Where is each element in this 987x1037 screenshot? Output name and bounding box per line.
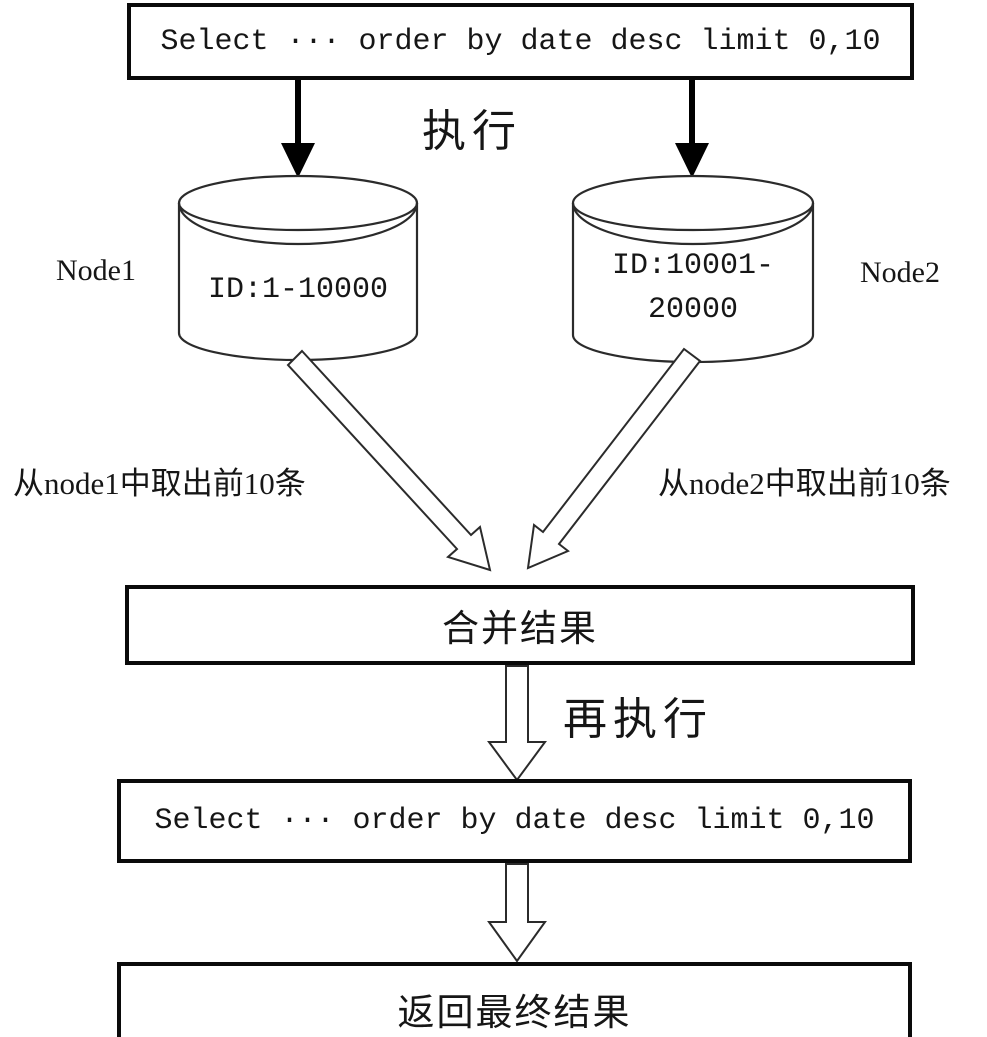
database-cylinder-node1 bbox=[177, 174, 419, 362]
requery-text: Select ··· order by date desc limit 0,10 bbox=[154, 804, 875, 838]
execute-arrow-node1-icon bbox=[281, 80, 315, 178]
initial-query-text: Select ··· order by date desc limit 0,10 bbox=[160, 24, 881, 59]
requery-box: Select ··· order by date desc limit 0,10 bbox=[117, 779, 912, 863]
final-result-text: 返回最终结果 bbox=[397, 993, 632, 1034]
node2-id-range-line2: 20000 bbox=[647, 293, 738, 327]
fetch-node1-label: 从node1中取出前10条 bbox=[13, 466, 306, 501]
node2-id-range-text: ID:10001- 20000 bbox=[573, 244, 813, 332]
final-result-box: 返回最终结果 bbox=[117, 962, 912, 1037]
final-result-arrow-icon bbox=[487, 863, 547, 963]
merge-results-box: 合并结果 bbox=[125, 585, 915, 665]
re-execute-arrow-icon bbox=[487, 665, 547, 782]
execute-label: 执行 bbox=[422, 107, 522, 156]
node2-id-range-line1: ID:10001- bbox=[611, 249, 775, 283]
node1-name-label: Node1 bbox=[56, 254, 136, 287]
node2-name-label: Node2 bbox=[860, 256, 940, 289]
merge-results-text: 合并结果 bbox=[442, 609, 598, 650]
fetch-arrow-node1-icon bbox=[286, 349, 492, 572]
database-cylinder-node2 bbox=[571, 174, 815, 364]
fetch-node2-label: 从node2中取出前10条 bbox=[658, 466, 951, 501]
fetch-arrow-node2-icon bbox=[526, 347, 702, 570]
initial-query-box: Select ··· order by date desc limit 0,10 bbox=[127, 3, 914, 80]
node1-id-range-text: ID:1-10000 bbox=[207, 273, 389, 307]
re-execute-label: 再执行 bbox=[563, 695, 713, 744]
execute-arrow-node2-icon bbox=[675, 80, 709, 178]
